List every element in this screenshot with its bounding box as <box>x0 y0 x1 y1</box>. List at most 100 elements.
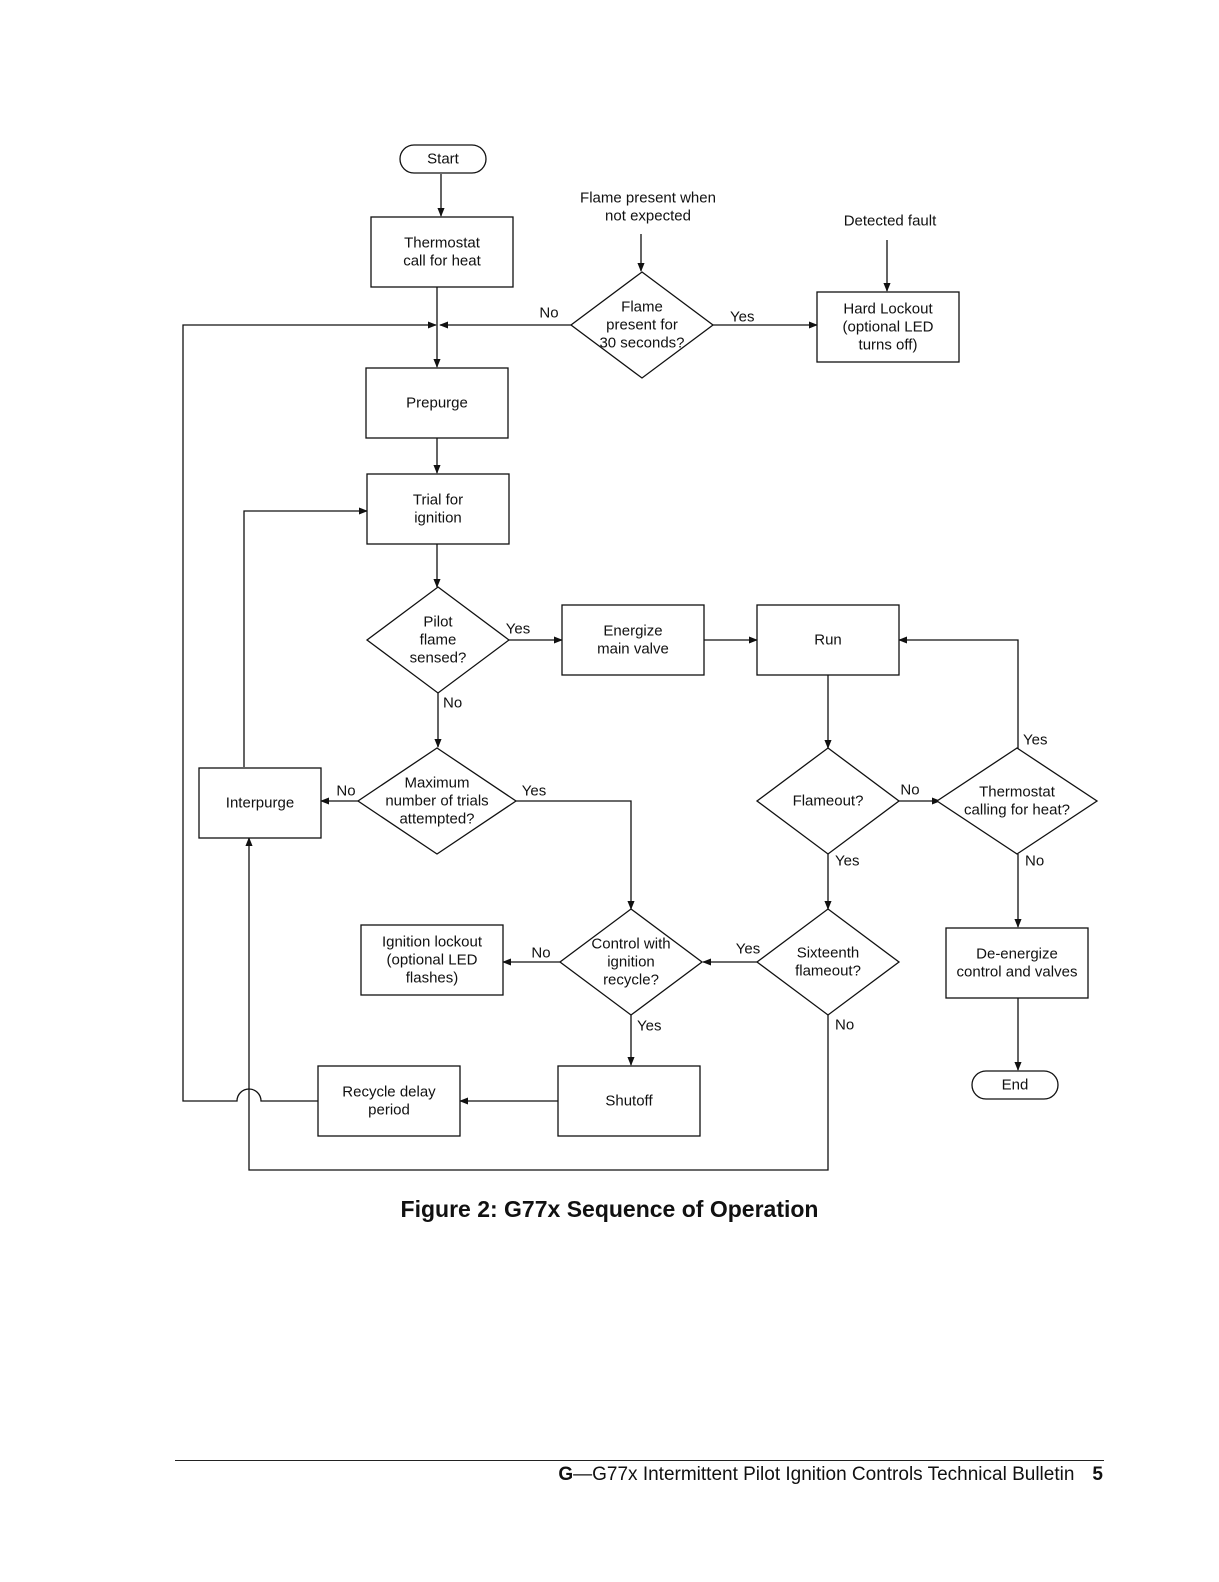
decision-diamond <box>365 586 511 694</box>
node-label: ignition <box>414 510 462 527</box>
terminator-shape <box>971 1070 1059 1100</box>
node-label: Energize <box>603 623 662 640</box>
decision-diamond <box>558 908 704 1016</box>
edge-label-no: No <box>1025 853 1044 870</box>
process-box <box>816 291 960 363</box>
node-flameout: Flameout? <box>755 747 901 855</box>
node-label: (optional LED <box>843 319 934 336</box>
node-label: (optional LED <box>387 952 478 969</box>
node-label: calling for heat? <box>964 802 1070 819</box>
node-label: Flameout? <box>793 793 864 810</box>
node-label: End <box>1002 1077 1029 1094</box>
decision-diamond <box>569 271 715 379</box>
edge-label-yes: Yes <box>736 941 760 958</box>
node-label: Thermostat <box>404 235 481 252</box>
process-box <box>317 1065 461 1137</box>
edge-label-yes: Yes <box>835 853 859 870</box>
process-box <box>360 924 504 996</box>
process-box <box>365 367 509 439</box>
node-prepurge: Prepurge <box>365 367 509 439</box>
node-label: flameout? <box>795 963 861 980</box>
node-label: Pilot <box>423 614 453 631</box>
connector-interpurge-to-trial-ignition <box>243 507 368 767</box>
node-label: Run <box>814 632 842 649</box>
node-label: present for <box>606 317 678 334</box>
footer-brand: G <box>558 1464 574 1485</box>
node-label: Interpurge <box>226 795 294 812</box>
terminator-shape <box>399 144 487 174</box>
node-label: flame <box>420 632 457 649</box>
node-label: Detected fault <box>844 213 937 230</box>
edge-label-no: No <box>443 695 462 712</box>
edge-label-yes: Yes <box>637 1018 661 1035</box>
node-label: not expected <box>605 208 691 225</box>
node-label: Thermostat <box>979 784 1056 801</box>
node-label: Recycle delay <box>342 1084 436 1101</box>
edge-label-yes: Yes <box>1023 732 1047 749</box>
connectors <box>182 174 1022 1171</box>
node-label: sensed? <box>410 650 467 667</box>
node-start: Start <box>399 144 487 174</box>
node-label: Ignition lockout <box>382 934 483 951</box>
node-label: ignition <box>607 954 655 971</box>
process-box <box>561 604 705 676</box>
edge-label-yes: Yes <box>522 783 546 800</box>
node-label: Sixteenth <box>797 945 860 962</box>
connector-thermostat-calling-to-run <box>898 636 1019 749</box>
node-label: Maximum <box>404 775 469 792</box>
decision-diamond <box>755 908 901 1016</box>
node-label: turns off) <box>859 337 918 354</box>
node-label: Trial for <box>413 492 463 509</box>
process-box <box>557 1065 701 1137</box>
process-box <box>945 927 1089 999</box>
connector-sixteenth-flameout-to-interpurge <box>245 837 829 1171</box>
process-box <box>370 216 514 288</box>
decision-diamond <box>755 747 901 855</box>
process-box <box>366 473 510 545</box>
node-label: Flame present when <box>580 190 716 207</box>
edge-label-yes: Yes <box>506 621 530 638</box>
process-box <box>756 604 900 676</box>
edge-label-no: No <box>531 945 550 962</box>
node-label: recycle? <box>603 972 659 989</box>
node-label: Shutoff <box>605 1093 653 1110</box>
edge-label-no: No <box>539 305 558 322</box>
decision-diamond <box>356 747 518 855</box>
page-footer: G—G77x Intermittent Pilot Ignition Contr… <box>558 1464 1103 1486</box>
node-label: De-energize <box>976 946 1058 963</box>
node-label: Start <box>427 151 460 168</box>
node-label: Hard Lockout <box>843 301 933 318</box>
edge-label-yes: Yes <box>730 309 754 326</box>
node-label: period <box>368 1102 410 1119</box>
footer-rule <box>175 1460 1104 1461</box>
node-run: Run <box>756 604 900 676</box>
node-label: 30 seconds? <box>599 335 684 352</box>
decision-diamond <box>935 747 1099 855</box>
node-label: main valve <box>597 641 669 658</box>
page-number: 5 <box>1092 1464 1103 1485</box>
node-label: flashes) <box>406 970 459 987</box>
node-label: attempted? <box>399 811 474 828</box>
node-detected-fault: Detected fault <box>844 213 937 230</box>
connector-recycle-delay-to-prepurge <box>182 321 437 1102</box>
node-label: Control with <box>591 936 670 953</box>
node-label: number of trials <box>385 793 488 810</box>
node-interpurge: Interpurge <box>198 767 322 839</box>
process-box <box>198 767 322 839</box>
